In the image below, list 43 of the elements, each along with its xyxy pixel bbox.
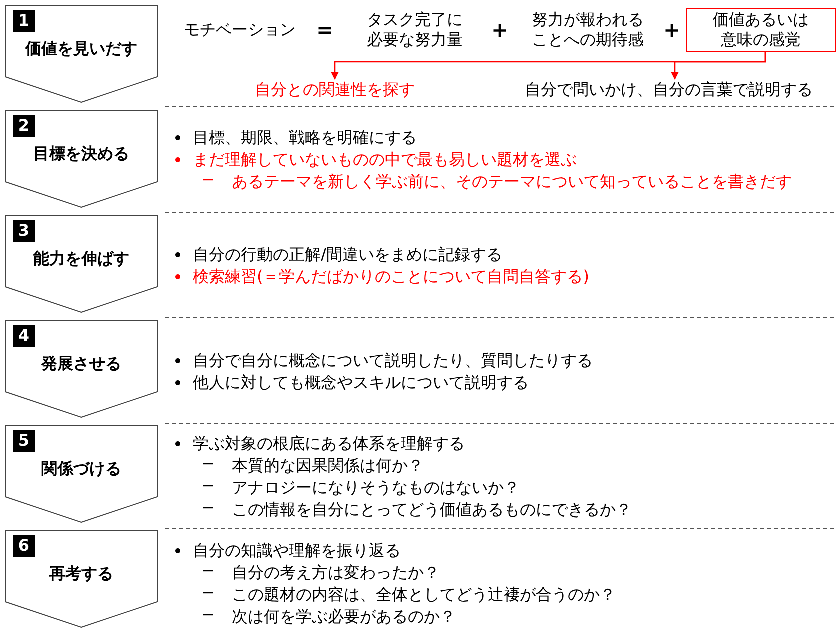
list-item: 自分の考え方は変わったか？ bbox=[232, 563, 440, 583]
step-title: 価値を見いだす bbox=[24, 39, 138, 59]
list-item: 次は何を学ぶ必要があるのか？ bbox=[232, 607, 456, 627]
step-box bbox=[5, 530, 158, 628]
step-number: 1 bbox=[13, 10, 35, 32]
list-item: 学ぶ対象の根底にある体系を理解する bbox=[193, 434, 465, 454]
step-number: 6 bbox=[13, 535, 35, 557]
step-box bbox=[5, 425, 158, 523]
operator-symbol: + bbox=[664, 20, 680, 40]
list-item: 他人に対しても概念やスキルについて説明する bbox=[193, 373, 529, 393]
step-title: 発展させる bbox=[40, 354, 122, 374]
formula-term: 努力が報われることへの期待感 bbox=[531, 10, 645, 50]
arrow bbox=[671, 52, 766, 80]
list-item: 目標、期限、戦略を明確にする bbox=[193, 128, 417, 148]
note-text: 自分との関連性を探す bbox=[255, 80, 415, 100]
step-box bbox=[5, 5, 158, 103]
step-number: 5 bbox=[13, 430, 35, 452]
operator-symbol: + bbox=[492, 20, 508, 40]
list-item: 検索練習(＝学んだばかりのことについて自問自答する) bbox=[193, 267, 590, 287]
step-number: 3 bbox=[13, 220, 35, 242]
list-item: 本質的な因果関係は何か？ bbox=[232, 456, 424, 476]
list-item: あるテーマを新しく学ぶ前に、そのテーマについて知っていることを書きだす bbox=[232, 172, 792, 192]
step-title: 目標を決める bbox=[32, 144, 130, 164]
step-number: 4 bbox=[13, 325, 35, 347]
step-title: 能力を伸ばす bbox=[32, 249, 130, 269]
list-item: 自分の行動の正解/間違いをまめに記録する bbox=[193, 245, 502, 265]
step-title: 関係づける bbox=[40, 459, 122, 479]
list-item: アナロジーになりそうなものはないか？ bbox=[232, 478, 520, 498]
operator-symbol: = bbox=[316, 20, 334, 40]
formula-term: モチベーション bbox=[184, 20, 296, 40]
list-item: 自分で自分に概念について説明したり、質問したりする bbox=[193, 351, 593, 371]
step-box bbox=[5, 320, 158, 418]
list-item: まだ理解していないものの中で最も易しい題材を選ぶ bbox=[193, 150, 577, 170]
step-title: 再考する bbox=[48, 564, 114, 584]
list-item: 自分の知識や理解を振り返る bbox=[193, 541, 401, 561]
note-text: 自分で問いかけ、自分の言葉で説明する bbox=[525, 80, 813, 100]
highlight-box: 価値あるいは意味の感覚 bbox=[686, 8, 836, 52]
step-box bbox=[5, 215, 158, 313]
list-item: この題材の内容は、全体としてどう辻褄が合うのか？ bbox=[232, 585, 616, 605]
step-box bbox=[5, 110, 158, 208]
step-number: 2 bbox=[13, 115, 35, 137]
formula-term: タスク完了に必要な努力量 bbox=[366, 10, 464, 50]
list-item: この情報を自分にとってどう価値あるものにできるか？ bbox=[232, 500, 632, 520]
